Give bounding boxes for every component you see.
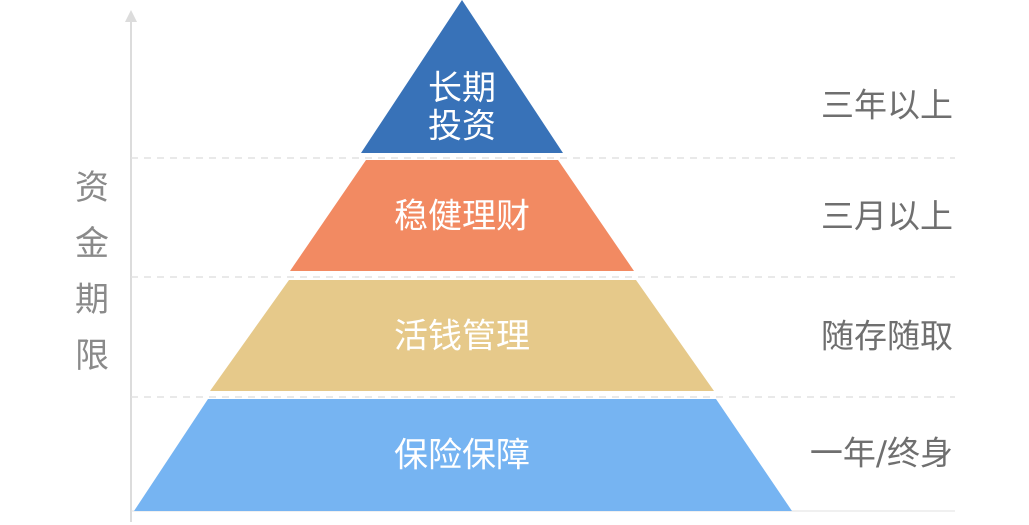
tier-liquid-cash [210,280,714,391]
tier-steady-wealth [290,160,634,271]
tier-long-term-investment [361,0,563,153]
tier-term: 三年以上 [821,86,953,125]
axis-label-char: 限 [75,336,109,376]
axis-label-funding-term: 资 金 期 限 [70,160,114,384]
axis-label-char: 资 [75,168,109,208]
tier-label: 稳健理财 [394,197,530,237]
axis-label-char: 期 [75,280,109,320]
tier-term: 三月以上 [821,197,953,236]
tier-label: 保险保障 [394,436,530,476]
tier-label: 投资 [428,107,496,147]
tier-term: 一年/终身 [810,434,953,473]
tier-label: 活钱管理 [394,317,530,357]
tier-label: 长期 [428,69,496,109]
tier-insurance [134,399,792,511]
tier-term: 随存随取 [821,317,953,356]
axis-label-char: 金 [75,224,109,264]
axis-arrow-icon [125,10,137,22]
